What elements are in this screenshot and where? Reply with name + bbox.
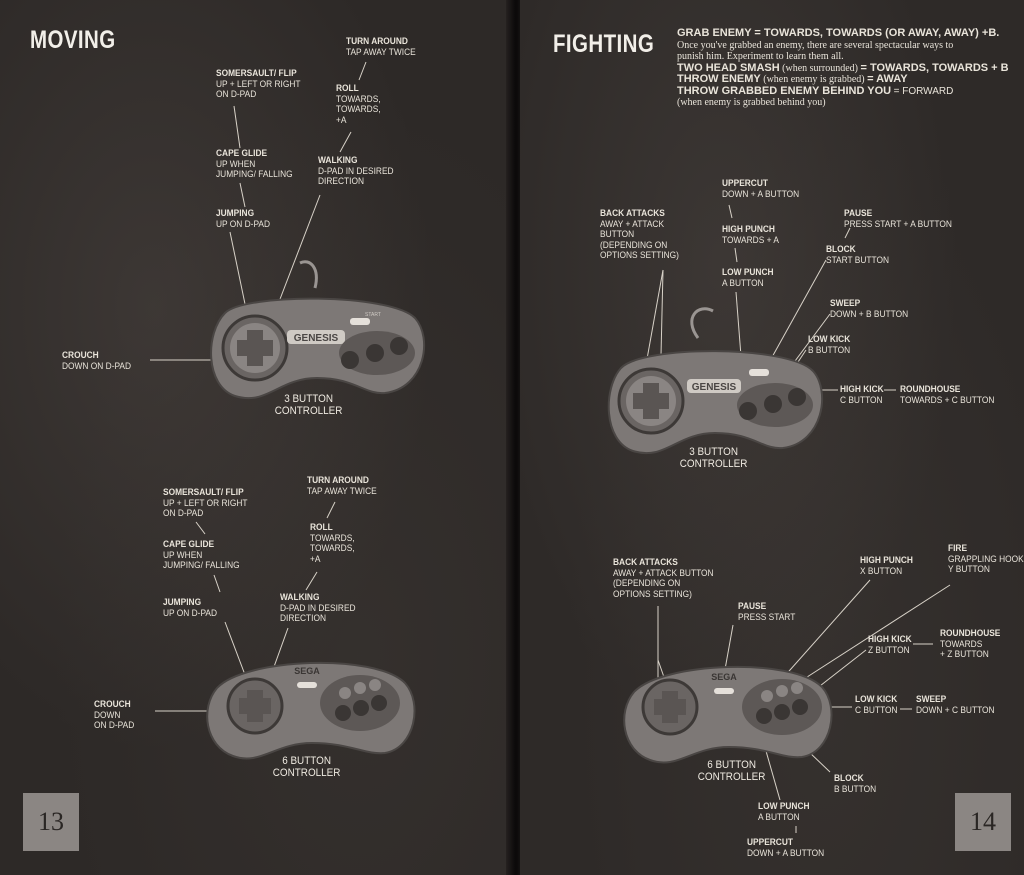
rule-grab-note-2: punish him. Experiment to learn them all… — [677, 51, 844, 62]
sega-logo: SEGA — [294, 666, 320, 676]
page-number-14: 14 — [955, 793, 1011, 851]
rule-throw-enemy: THROW ENEMY (when enemy is grabbed) = AW… — [677, 73, 908, 85]
sega-logo: SEGA — [711, 672, 737, 682]
genesis-logo: GENESIS — [294, 333, 339, 344]
fighting-rules: GRAB ENEMY = TOWARDS, TOWARDS (OR AWAY, … — [677, 27, 1022, 109]
rule-throw-behind-note: (when enemy is grabbed behind you) — [677, 97, 826, 108]
controller-3-button-moving: GENESIS START — [210, 260, 426, 400]
rule-throw-behind: THROW GRABBED ENEMY BEHIND YOU = FORWARD — [677, 84, 954, 97]
right-3-button-label: 3 BUTTON CONTROLLER — [679, 446, 748, 470]
moving-heading: MOVING — [30, 26, 116, 54]
rule-grab-enemy: GRAB ENEMY = TOWARDS, TOWARDS (OR AWAY, … — [677, 27, 1000, 39]
right-6-button-label: 6 BUTTON CONTROLLER — [697, 759, 766, 783]
controller-6-button-fighting: SEGA — [623, 665, 833, 764]
controller-6-button-moving: SEGA — [206, 661, 416, 760]
controller-3-button-fighting: GENESIS — [607, 307, 824, 455]
fighting-heading: FIGHTING — [553, 30, 655, 58]
left-6-button-label: 6 BUTTON CONTROLLER — [272, 755, 341, 779]
svg-text:START: START — [365, 312, 381, 318]
rule-two-head-smash: TWO HEAD SMASH (when surrounded) = TOWAR… — [677, 61, 1009, 74]
genesis-logo: GENESIS — [692, 382, 737, 393]
rule-grab-note-1: Once you've grabbed an enemy, there are … — [677, 39, 954, 51]
page-moving — [0, 0, 512, 875]
page-number-13: 13 — [23, 793, 79, 851]
left-3-button-label: 3 BUTTON CONTROLLER — [274, 393, 343, 417]
